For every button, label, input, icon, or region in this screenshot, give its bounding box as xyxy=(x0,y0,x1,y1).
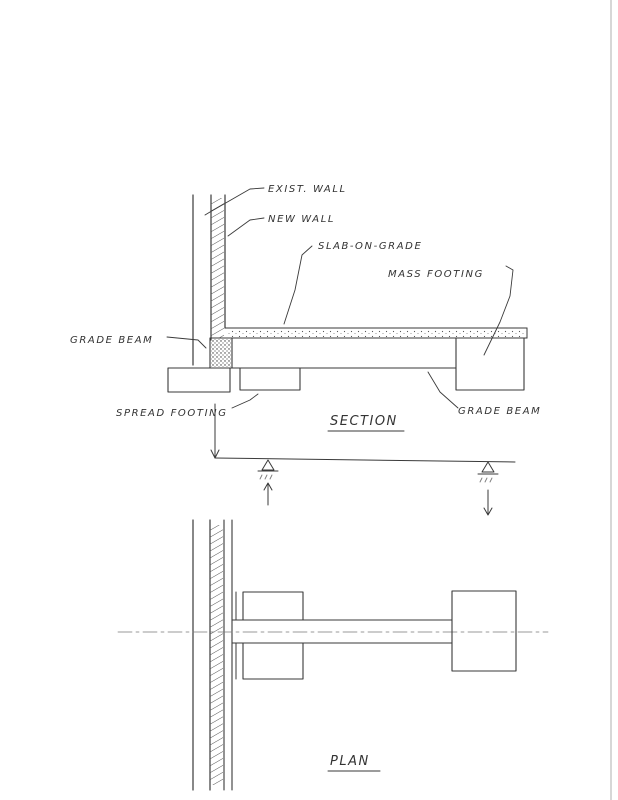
spread-footing-leader xyxy=(231,393,259,409)
slab-stipple xyxy=(228,329,526,337)
beam-line xyxy=(214,457,516,463)
plan-view xyxy=(117,519,549,791)
grade-beam-left-fill xyxy=(211,339,231,367)
slab-leader xyxy=(283,245,313,325)
grade-beam-left-leader xyxy=(166,336,207,349)
right-support-hatch xyxy=(479,477,493,483)
pin-support-hatch xyxy=(259,474,273,480)
grade-beam-right-leader xyxy=(427,371,459,409)
spread-footing-label: SPREAD FOOTING xyxy=(116,408,228,419)
support-diagram xyxy=(210,403,516,516)
section-title: SECTION xyxy=(330,414,398,429)
pin-support-icon xyxy=(261,459,275,471)
plan-spread-footing-top xyxy=(242,591,304,621)
new-wall-label: NEW WALL xyxy=(268,214,335,225)
plan-spread-footing-bottom xyxy=(242,642,304,680)
exist-wall-label: EXIST. WALL xyxy=(268,184,347,195)
grade-beam-left-label: GRADE BEAM xyxy=(70,335,153,346)
down-reaction-arrow xyxy=(483,507,493,516)
mass-footing xyxy=(455,337,525,391)
leaders xyxy=(166,187,514,409)
existing-wall-hatch xyxy=(211,198,224,338)
plan-mass-footing xyxy=(451,590,517,672)
labels: EXIST. WALL NEW WALL SLAB-ON-GRADE MASS … xyxy=(70,184,541,772)
plan-existing-wall-hatch xyxy=(210,525,223,785)
exist-wall-leader xyxy=(204,187,265,216)
section-view xyxy=(167,194,528,393)
mass-footing-leader xyxy=(483,265,514,356)
mass-footing-label: MASS FOOTING xyxy=(388,269,484,280)
plan-title: PLAN xyxy=(330,754,370,769)
grade-beam-right-label: GRADE BEAM xyxy=(458,406,541,417)
spread-footing xyxy=(239,367,301,391)
slab-on-grade-label: SLAB-ON-GRADE xyxy=(318,241,422,252)
new-wall-leader xyxy=(227,217,265,237)
existing-footing xyxy=(167,367,231,393)
up-reaction-arrow xyxy=(263,482,273,491)
right-support-icon xyxy=(481,461,495,473)
